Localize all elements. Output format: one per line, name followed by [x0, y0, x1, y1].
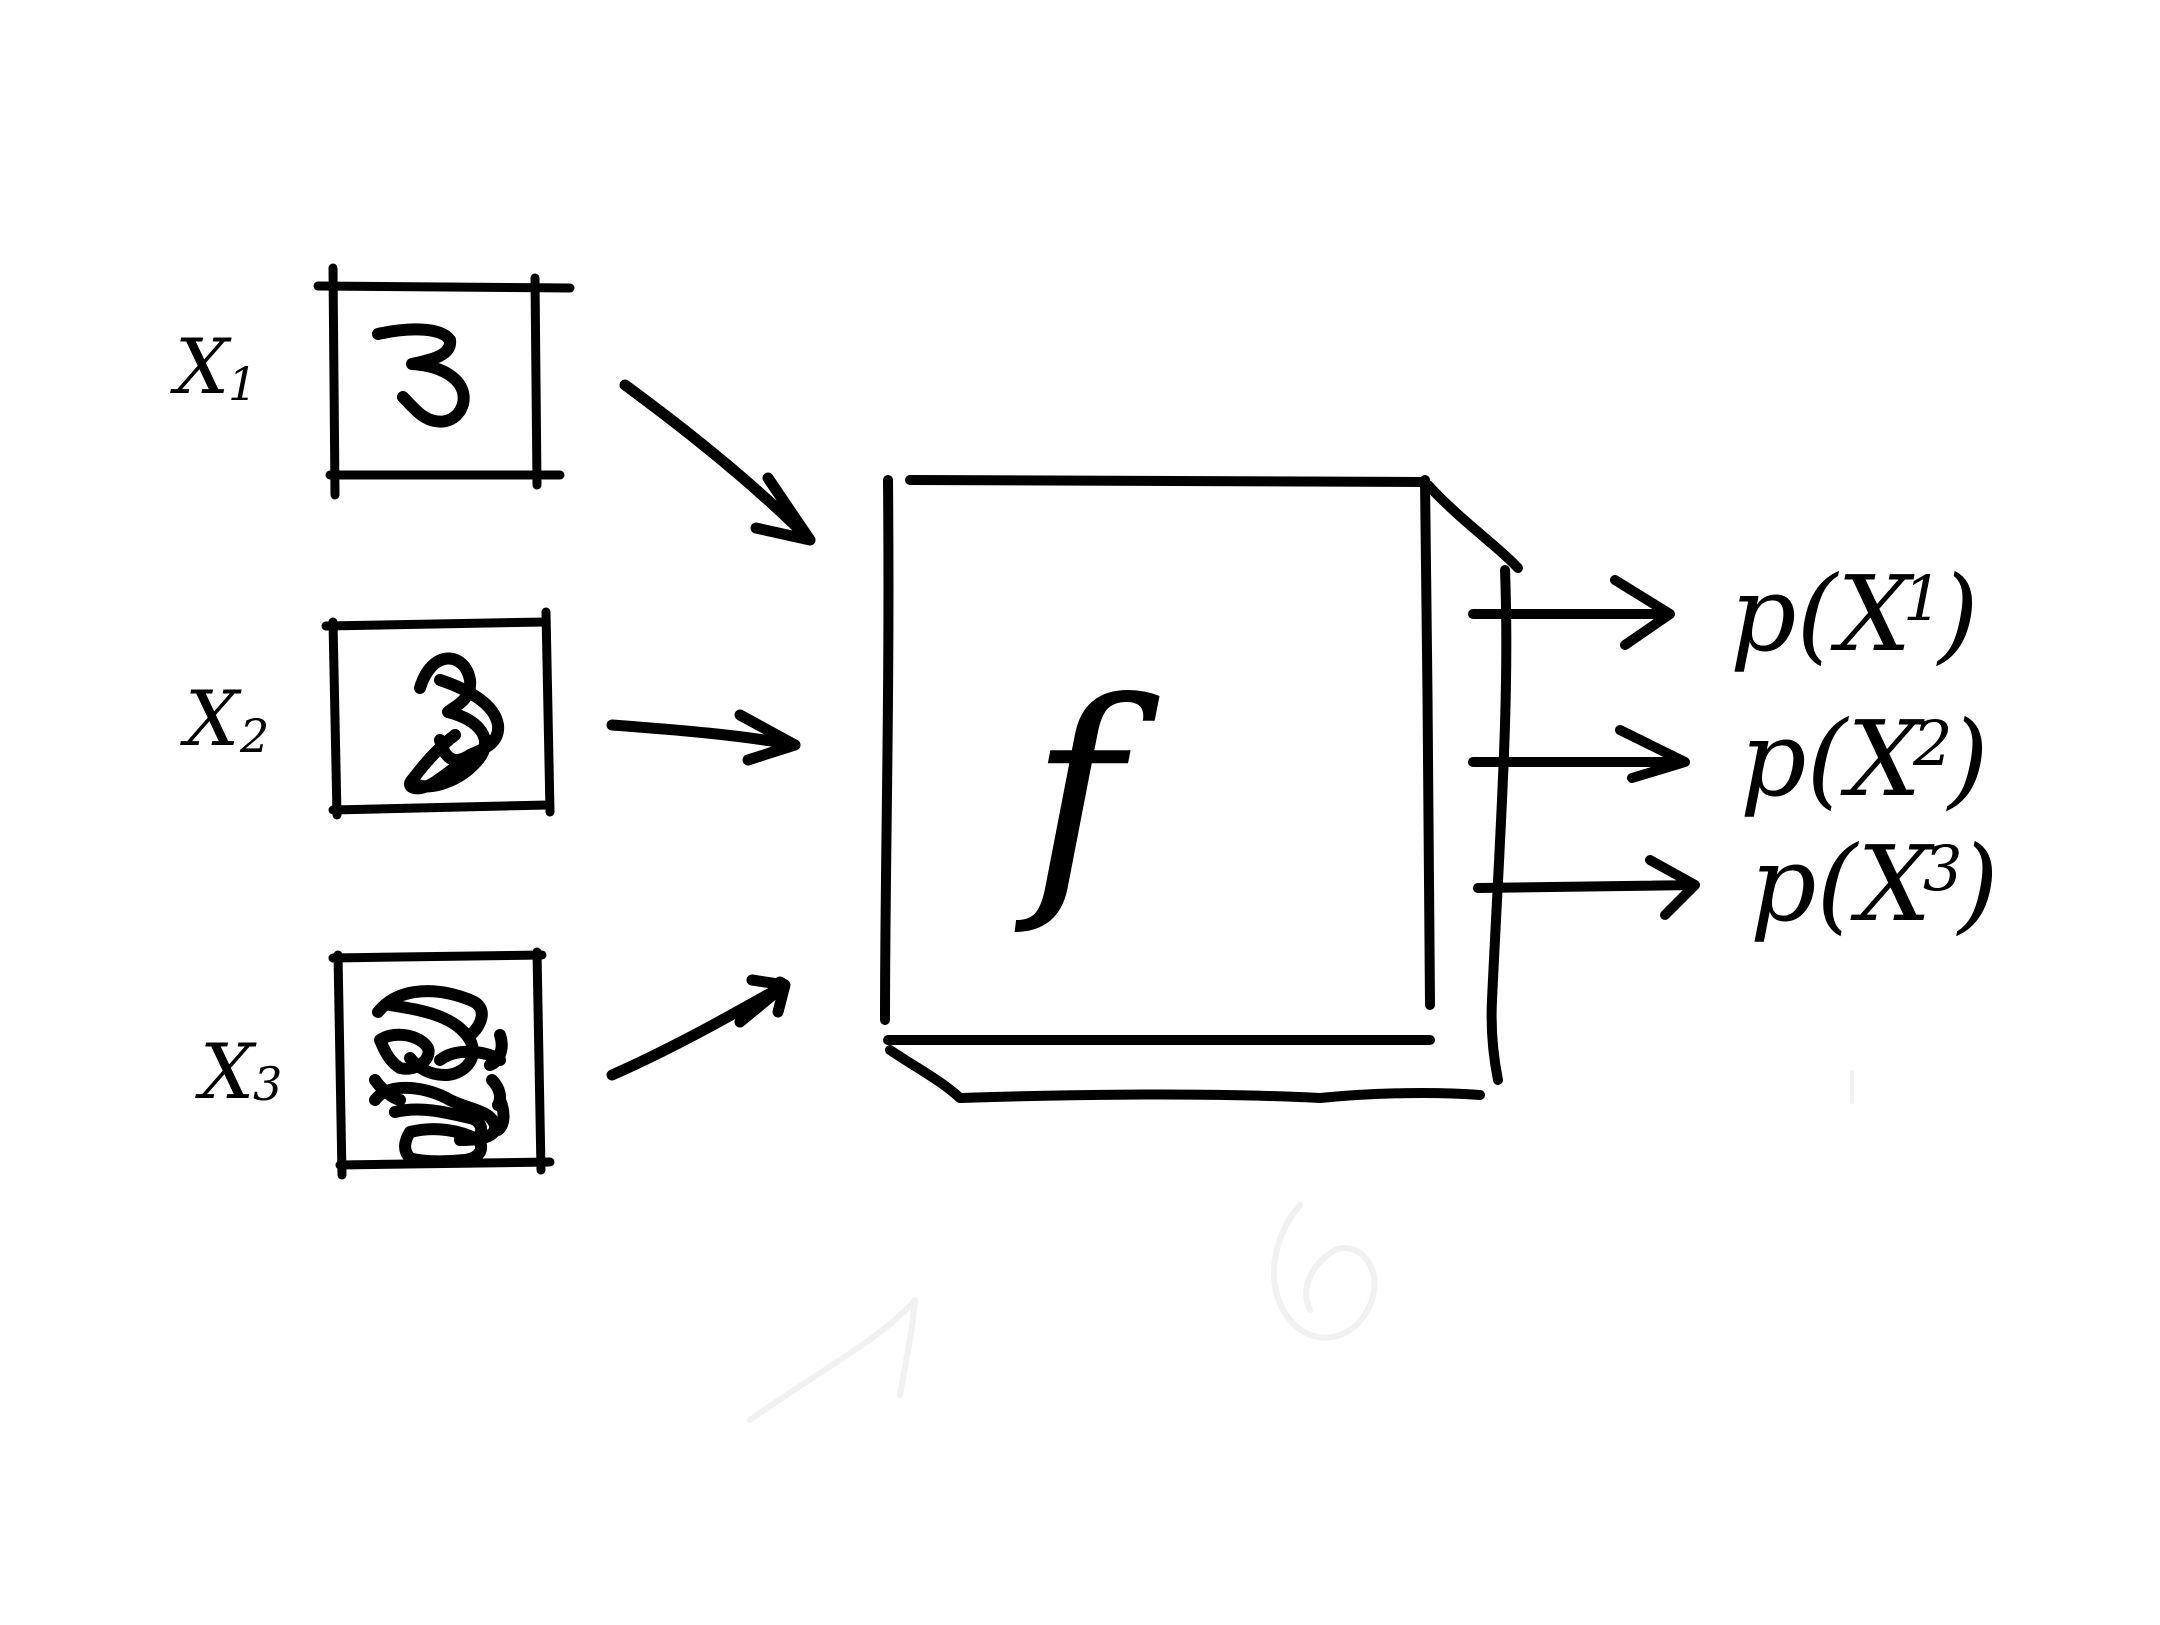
output-2-text: p(X	[1740, 698, 1925, 820]
input-1-label: X	[170, 322, 232, 411]
input-1-subscript: 1	[228, 357, 257, 411]
input-2-frame	[321, 607, 555, 820]
output-2: p(X 2 )	[1468, 698, 1989, 820]
input-2-label: X	[180, 674, 242, 763]
output-1-arrow	[1468, 575, 1675, 650]
model-box-top-edge	[905, 475, 1430, 487]
output-3-close: )	[1956, 823, 1999, 945]
input-1: X 1	[170, 263, 816, 546]
output-2-arrow	[1468, 725, 1690, 783]
model-box: f	[880, 475, 1523, 1103]
faint-background-marks	[747, 1070, 1854, 1423]
input-3-label: X	[195, 1027, 257, 1116]
model-symbol: f	[1014, 648, 1160, 939]
input-1-digit-image	[372, 323, 470, 428]
input-1-arrow	[619, 379, 816, 546]
output-3-subscript: 3	[1923, 832, 1962, 905]
output-1-close: )	[1936, 553, 1979, 675]
input-3-digit-image	[369, 985, 510, 1168]
output-2-close: )	[1946, 698, 1989, 820]
input-2-arrow	[606, 709, 801, 766]
model-box-right-edge	[1420, 475, 1435, 1010]
model-box-left-edge	[880, 475, 894, 1025]
input-2-subscript: 2	[239, 709, 269, 763]
model-box-depth-right	[1486, 565, 1512, 1085]
output-3: p(X 3 )	[1473, 823, 1999, 945]
model-box-depth-bottom	[885, 1045, 1485, 1103]
input-3-arrow	[606, 974, 791, 1081]
input-3: X 3	[195, 947, 791, 1180]
output-1: p(X 1 )	[1468, 553, 1979, 675]
output-1-subscript: 1	[1903, 562, 1942, 635]
input-2: X 2	[180, 607, 801, 820]
model-box-depth-top	[1423, 480, 1523, 573]
input-1-frame	[313, 263, 575, 500]
output-3-arrow	[1473, 855, 1700, 920]
output-1-text: p(X	[1730, 553, 1915, 675]
input-3-subscript: 3	[253, 1057, 282, 1111]
output-3-text: p(X	[1750, 823, 1935, 945]
input-2-digit-image	[404, 652, 505, 795]
output-2-subscript: 2	[1912, 707, 1952, 780]
